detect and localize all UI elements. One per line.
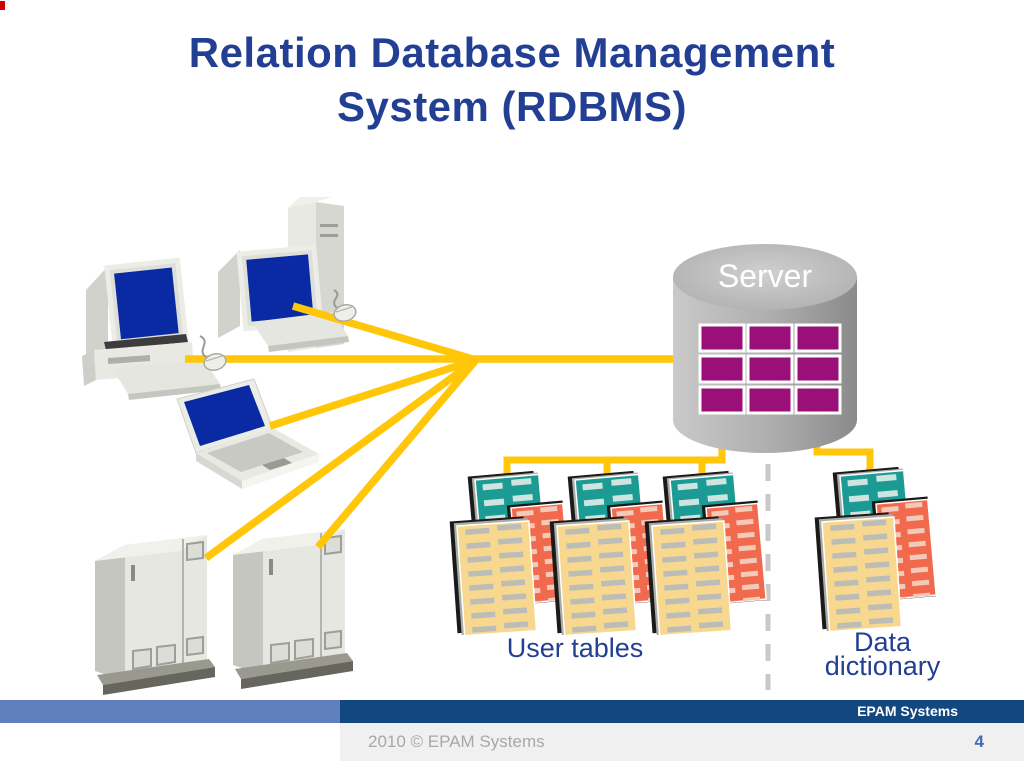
network-line-hub-to-laptop: [268, 356, 478, 430]
page-title: Relation Database Management System (RDB…: [0, 26, 1024, 134]
network-lines: [185, 302, 676, 562]
database-cylinder-icon: [673, 244, 857, 453]
server-label: Server: [717, 258, 813, 294]
data-dictionary-label-line1: Data: [853, 627, 912, 657]
mouse-icon-2: [333, 289, 357, 322]
page-number: 4: [974, 732, 984, 751]
network-line-desktop2-to-hub: [291, 302, 478, 364]
footer-bar-dark-segment: EPAM Systems: [340, 700, 1024, 723]
network-line-hub-to-cabinet2: [315, 357, 479, 550]
user-tables-doc-stack-3: [643, 469, 768, 637]
footer-copyright: 2010 © EPAM Systems: [368, 732, 545, 751]
user-tables-label: User tables: [506, 633, 644, 663]
footer-strip: 2010 © EPAM Systems 4: [0, 723, 1024, 761]
server-table-grid: [698, 323, 842, 415]
mouse-icon-1: [199, 335, 227, 371]
footer-bar-light-segment: [0, 700, 340, 723]
server-cabinet-icon-2: [232, 528, 354, 690]
footer-brand: EPAM Systems: [857, 703, 958, 719]
footer-strip-gray-segment: [340, 723, 1024, 761]
data-dictionary-doc-stack: [813, 465, 938, 633]
corner-artifact: [0, 1, 5, 10]
desktop-computer-icon-1: [82, 257, 221, 400]
data-dictionary-label: Data dictionary: [790, 627, 975, 681]
data-dictionary-label-line2: dictionary: [824, 651, 941, 681]
title-line-1: Relation Database Management: [188, 29, 836, 76]
footer-bar: EPAM Systems: [0, 700, 1024, 723]
server-cabinet-icon-1: [94, 534, 216, 696]
network-line-hub-to-cabinet1: [203, 356, 479, 562]
laptop-icon: [176, 378, 319, 489]
title-line-2: System (RDBMS): [336, 83, 688, 130]
